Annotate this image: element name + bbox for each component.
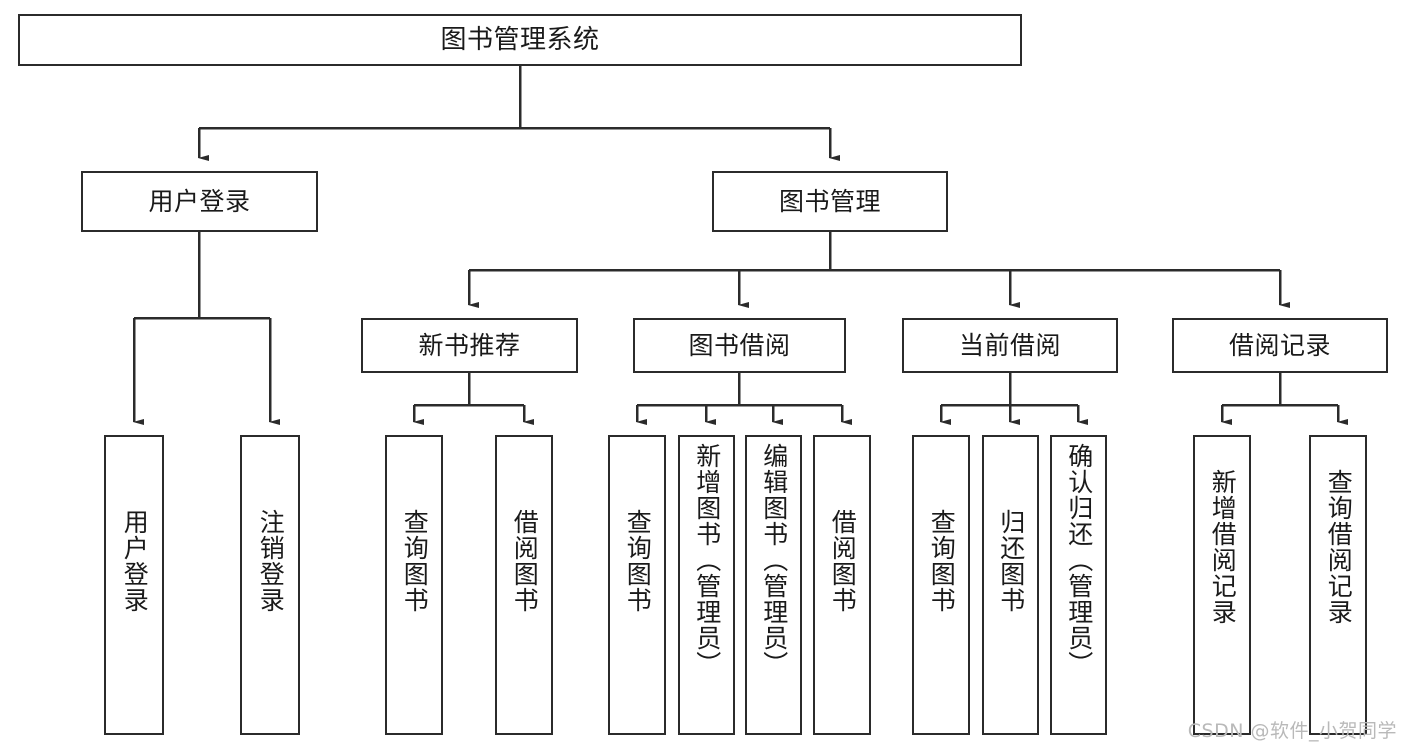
leaf-edit-book-admin[interactable]: 编辑图书（管理员） xyxy=(745,435,802,735)
leaf-logout[interactable]: 注销登录 xyxy=(240,435,300,735)
leaf-user-login[interactable]: 用户登录 xyxy=(104,435,164,735)
node-label: 图书借阅 xyxy=(688,330,791,360)
node-label: 查询图书 xyxy=(400,509,430,613)
node-label: 确认归还（管理员） xyxy=(1064,443,1094,677)
node-label: 借阅图书 xyxy=(510,509,540,613)
node-label: 查询图书 xyxy=(927,509,957,613)
leaf-add-borrow-record[interactable]: 新增借阅记录 xyxy=(1193,435,1251,735)
node-borrow-record[interactable]: 借阅记录 xyxy=(1172,318,1388,373)
node-label: 新书推荐 xyxy=(418,330,521,360)
node-current-borrow[interactable]: 当前借阅 xyxy=(902,318,1118,373)
leaf-add-book-admin[interactable]: 新增图书（管理员） xyxy=(678,435,735,735)
node-label: 查询图书 xyxy=(623,509,653,613)
node-label: 新增图书（管理员） xyxy=(692,443,722,677)
node-user-login[interactable]: 用户登录 xyxy=(81,171,318,232)
node-label: 归还图书 xyxy=(996,509,1026,613)
node-label: 图书管理系统 xyxy=(440,24,600,55)
node-book-management-system[interactable]: 图书管理系统 xyxy=(18,14,1022,66)
node-label: 注销登录 xyxy=(256,509,286,613)
leaf-borrow-book-recommend[interactable]: 借阅图书 xyxy=(495,435,553,735)
leaf-return-book[interactable]: 归还图书 xyxy=(982,435,1039,735)
node-new-book-recommend[interactable]: 新书推荐 xyxy=(361,318,578,373)
leaf-confirm-return-admin[interactable]: 确认归还（管理员） xyxy=(1050,435,1107,735)
node-label: 借阅图书 xyxy=(828,509,858,613)
node-book-borrow[interactable]: 图书借阅 xyxy=(633,318,846,373)
leaf-borrow-book[interactable]: 借阅图书 xyxy=(813,435,871,735)
node-label: 当前借阅 xyxy=(958,330,1061,360)
node-label: 查询借阅记录 xyxy=(1324,469,1354,625)
leaf-query-book-recommend[interactable]: 查询图书 xyxy=(385,435,443,735)
node-label: 编辑图书（管理员） xyxy=(759,443,789,677)
leaf-query-book-current[interactable]: 查询图书 xyxy=(912,435,970,735)
csdn-watermark: CSDN @软件_小贺同学 xyxy=(1187,720,1397,742)
node-label: 借阅记录 xyxy=(1228,330,1331,360)
node-label: 用户登录 xyxy=(148,186,251,216)
leaf-query-book-borrow[interactable]: 查询图书 xyxy=(608,435,666,735)
leaf-query-borrow-record[interactable]: 查询借阅记录 xyxy=(1309,435,1367,735)
node-label: 新增借阅记录 xyxy=(1208,469,1238,625)
node-book-management[interactable]: 图书管理 xyxy=(712,171,948,232)
node-label: 用户登录 xyxy=(120,509,150,613)
node-label: 图书管理 xyxy=(778,186,881,216)
